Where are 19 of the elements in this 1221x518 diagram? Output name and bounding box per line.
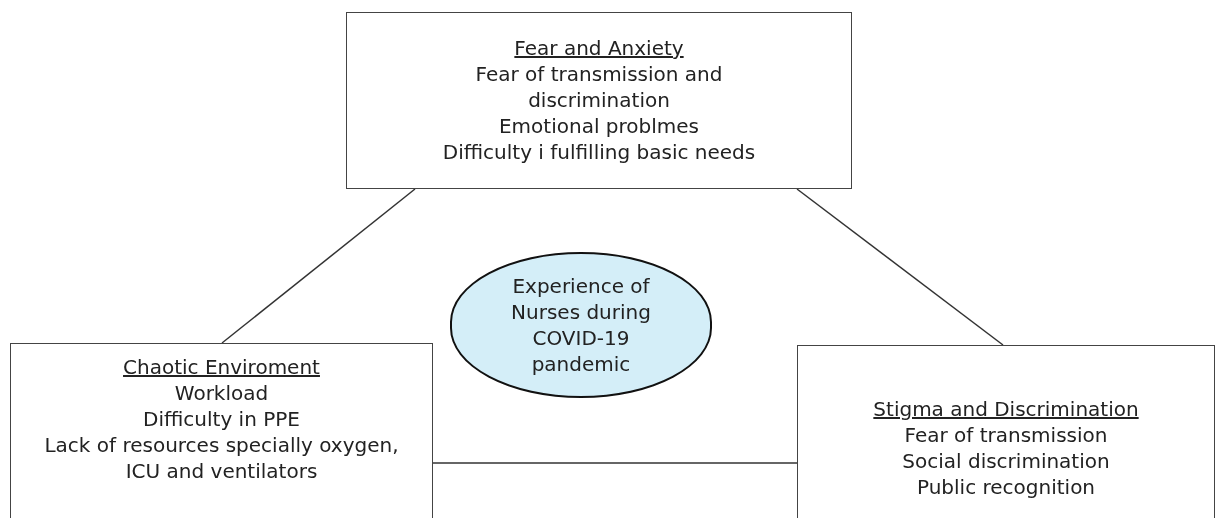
connector-line: [432, 462, 798, 464]
theme-item: Workload: [174, 380, 269, 406]
theme-item: Social discrimination: [902, 448, 1110, 474]
theme-item: Lack of resources specially oxygen, ICU and ventilators: [43, 432, 400, 484]
theme-heading: Chaotic Enviroment: [123, 354, 320, 380]
theme-heading: Fear and Anxiety: [514, 35, 684, 61]
theme-item: Difficulty in PPE: [143, 406, 300, 432]
theme-item: Public recognition: [916, 474, 1096, 500]
connector-line: [221, 188, 416, 344]
theme-item: Emotional problmes: [499, 113, 699, 139]
theme-box: [346, 12, 852, 189]
theme-box: [10, 343, 433, 518]
connector-line: [796, 188, 1004, 346]
center-text: Experience of Nurses during COVID-19 pandemic: [510, 273, 652, 377]
theme-box: [797, 345, 1215, 518]
theme-heading: Stigma and Discrimination: [873, 396, 1139, 422]
theme-item: Difficulty i fulfilling basic needs: [442, 139, 756, 165]
theme-item: Fear of transmission: [904, 422, 1108, 448]
theme-item: Fear of transmission and discrimination: [474, 61, 724, 113]
